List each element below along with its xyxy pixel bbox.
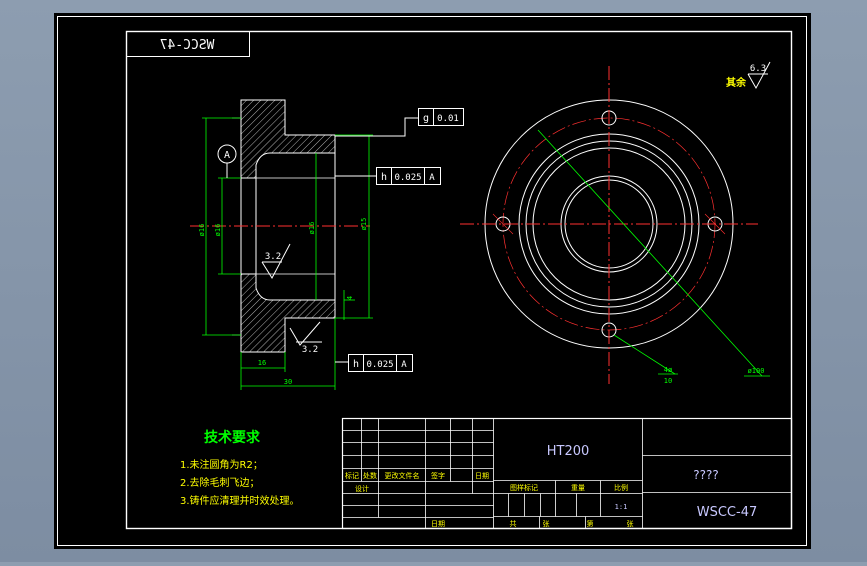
dim-small: 4: [346, 296, 354, 300]
sheet-label-sheet2: 张: [627, 519, 634, 528]
rev-label-file: 更改文件名: [385, 471, 420, 480]
dim-diam-inner: ø16: [308, 222, 316, 235]
sheet-label-num: 第: [587, 519, 594, 528]
drawing-sheet: [54, 13, 811, 549]
runout-frame-2: h 0.025 A: [335, 354, 413, 372]
roughness-note-value: 6.3: [750, 64, 766, 74]
dim-diam-mid: ø16: [214, 224, 222, 237]
runout2-symbol: h: [353, 359, 359, 370]
part-name: ????: [693, 468, 718, 482]
title-block-text: 标记 处数 更改文件名 签字 日期 设计 日期 HT200 ???? WSCC-…: [345, 444, 757, 528]
section-dimensions: [202, 117, 373, 390]
tech-item-2: 2.去除毛刺飞边；: [180, 476, 260, 489]
flatness-value: 0.01: [437, 114, 459, 124]
code-mirrored: WSCC-47: [160, 38, 215, 53]
dim-outer: ø100: [748, 367, 765, 375]
roughness-bore: 3.2: [261, 243, 291, 280]
drawing-number: WSCC-47: [697, 505, 758, 520]
rev-label-mark: 标记: [345, 471, 359, 480]
runout2-datum: A: [401, 360, 407, 370]
dim-holes-count: 4ø: [664, 366, 673, 374]
runout-frame-1: h 0.025 A: [335, 167, 441, 185]
tech-item-3: 3.铸件应清理并时效处理。: [180, 494, 300, 507]
roughness-bore-value: 3.2: [265, 252, 281, 262]
dim-diam-left: ø16: [198, 224, 206, 237]
flatness-frame: g 0.01: [335, 108, 464, 137]
rev-label-count: 处数: [363, 471, 377, 480]
stage-label-scale: 比例: [614, 483, 628, 492]
date-label: 日期: [431, 520, 445, 528]
tech-item-1: 1.未注圆角为R2；: [180, 458, 263, 471]
dim-holes-value: 10: [664, 377, 672, 385]
runout2-value: 0.025: [366, 360, 393, 370]
front-dimensions: ø100 4ø 10: [537, 129, 770, 385]
sheet-label-total: 共: [510, 519, 517, 528]
title-block: [341, 417, 793, 530]
front-view: [460, 66, 758, 384]
roughness-face-value: 3.2: [302, 345, 318, 355]
roughness-note-label: 其余: [726, 76, 747, 89]
datum-label: A: [224, 150, 230, 161]
design-label: 设计: [355, 484, 369, 493]
tech-title: 技术要求: [204, 429, 261, 446]
section-view: [190, 99, 370, 353]
scale-value: 1:1: [615, 503, 628, 511]
rev-label-date: 日期: [475, 472, 489, 480]
code-box: WSCC-47: [126, 31, 250, 57]
datum-marker: A: [217, 144, 237, 178]
stage-label-mark: 图样标记: [510, 483, 538, 492]
dim-diam-right: ø15: [360, 218, 368, 231]
stage-label-weight: 重量: [571, 484, 585, 492]
sheet-border: [57, 16, 807, 546]
runout1-value: 0.025: [394, 173, 421, 183]
material: HT200: [547, 444, 590, 459]
flatness-symbol: g: [423, 113, 429, 124]
tech-requirements: 技术要求 1.未注圆角为R2； 2.去除毛刺飞边； 3.铸件应清理并时效处理。: [180, 429, 300, 507]
dim-length-total: 30: [284, 378, 292, 386]
runout1-datum: A: [429, 173, 435, 183]
roughness-note: 其余 6.3: [726, 61, 771, 90]
runout1-symbol: h: [381, 172, 387, 183]
dim-length-short: 16: [258, 359, 266, 367]
roughness-face: 3.2: [289, 321, 322, 355]
rev-label-sign: 签字: [431, 471, 445, 480]
sheet-label-sheet1: 张: [543, 519, 550, 528]
